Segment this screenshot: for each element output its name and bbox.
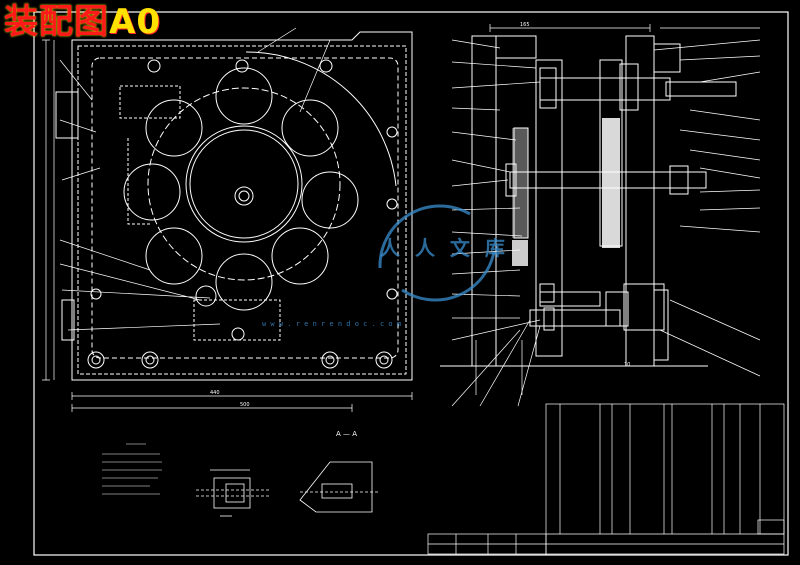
svg-text:10: 10 (624, 362, 630, 368)
technical-notes (102, 443, 162, 495)
watermark-logo (378, 204, 496, 302)
svg-text:165: 165 (520, 22, 530, 28)
title-block (427, 403, 785, 555)
detail-view-1 (196, 469, 270, 517)
sheet-border (33, 11, 789, 556)
section-view: 165 10 (440, 22, 761, 407)
watermark-url: w w w . r e n r e n d o c . c o m (262, 320, 402, 328)
svg-text:440: 440 (210, 390, 220, 396)
svg-text:500: 500 (240, 402, 250, 408)
title-chinese: 装配图 (4, 2, 109, 42)
title-sheet-size: A0 (109, 2, 161, 42)
gear-teeth-section (512, 118, 620, 266)
plan-view: 440 500 (42, 27, 413, 412)
detail-view-2 (299, 461, 378, 513)
drawing-title: 装配图A0 (4, 0, 161, 44)
watermark-text: 人 人 文 库 (380, 236, 509, 260)
section-label: A — A (336, 430, 358, 438)
